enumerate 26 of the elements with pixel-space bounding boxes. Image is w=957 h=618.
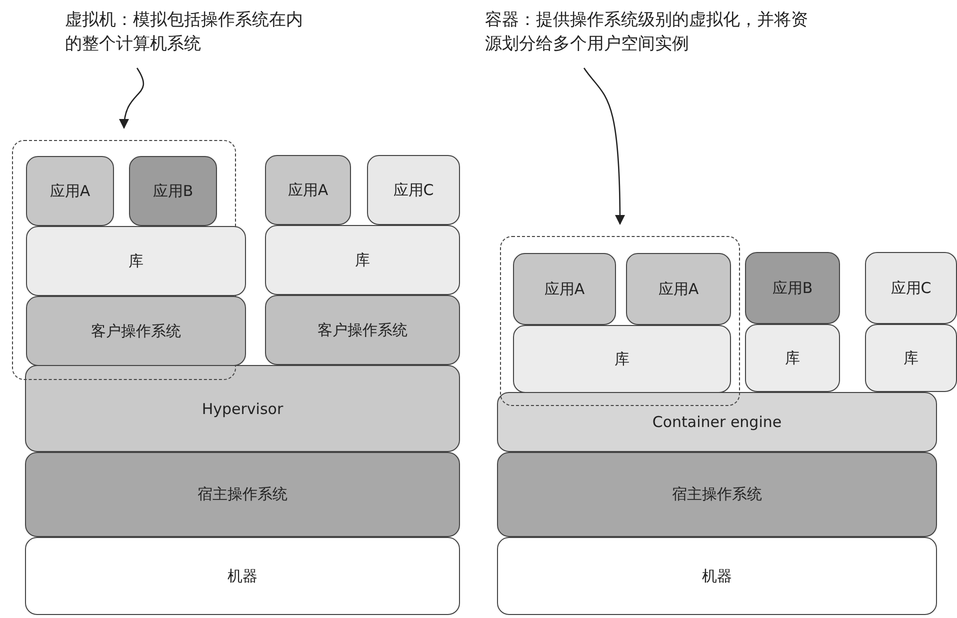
engine-layer: Container engine (497, 392, 937, 452)
dashed-group-box (500, 236, 740, 406)
host-os-layer: 宿主操作系统 (25, 452, 460, 537)
app-box: 应用A (26, 156, 114, 226)
guest-os-layer: 客户操作系统 (26, 296, 246, 366)
machine-layer: 机器 (497, 537, 937, 615)
callout-text: 虚拟机：模拟包括操作系统在内的整个计算机系统 (65, 8, 305, 60)
app-box: 应用C (865, 252, 957, 324)
library-layer: 库 (745, 324, 840, 392)
library-layer: 库 (513, 325, 731, 393)
arrow (583, 68, 625, 225)
arrow (120, 68, 144, 129)
library-layer: 库 (265, 225, 460, 295)
library-layer: 库 (865, 324, 957, 392)
callout-text: 容器：提供操作系统级别的虚拟化，并将资源划分给多个用户空间实例 (485, 8, 815, 60)
guest-os-layer: 客户操作系统 (265, 295, 460, 365)
app-box: 应用A (626, 253, 731, 325)
app-box: 应用A (513, 253, 616, 325)
hypervisor-layer: Hypervisor (25, 365, 460, 452)
app-box: 应用B (745, 252, 840, 324)
app-box: 应用C (367, 155, 460, 225)
app-box: 应用A (265, 155, 351, 225)
host-os-layer: 宿主操作系统 (497, 452, 937, 537)
app-box: 应用B (129, 156, 217, 226)
library-layer: 库 (26, 226, 246, 296)
machine-layer: 机器 (25, 537, 460, 615)
